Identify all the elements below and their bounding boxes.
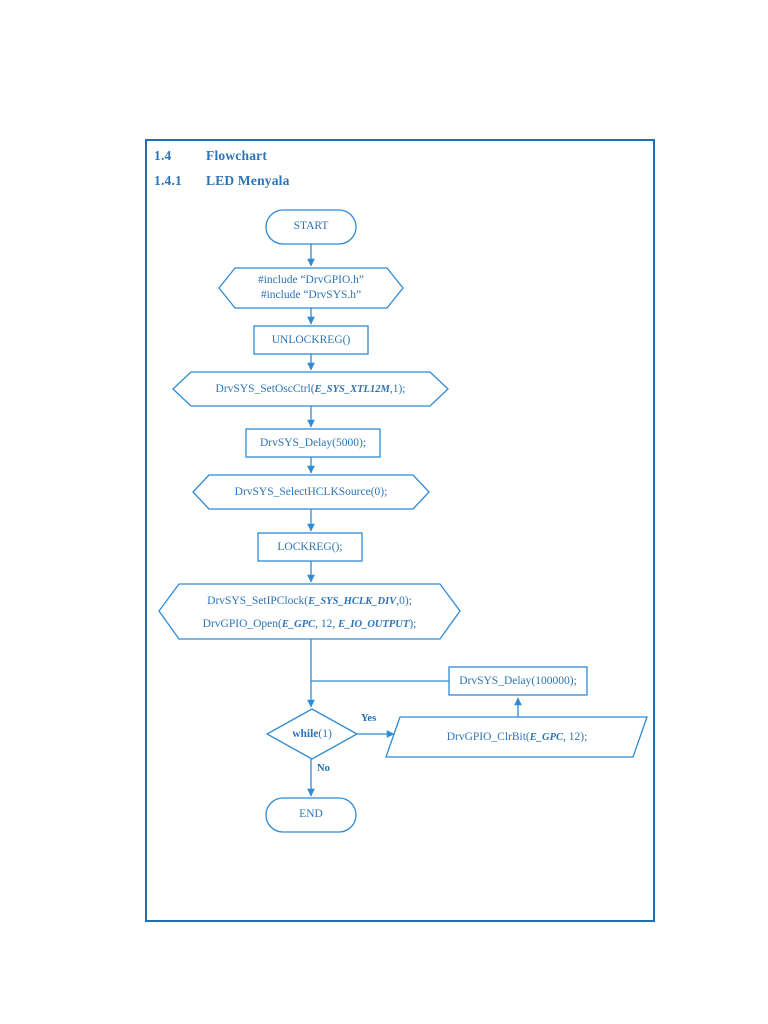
node-clrbit (385, 716, 648, 758)
section-number: 1.4 (154, 148, 172, 163)
section-number: 1.4.1 (154, 173, 182, 188)
node-end (265, 797, 357, 833)
page-frame: 1.4 Flowchart 1.4.1 LED Menyala (145, 139, 655, 922)
section-title: Flowchart (206, 148, 268, 163)
edge-label-yes: Yes (361, 713, 377, 724)
node-unlockreg (253, 325, 369, 355)
node-while (265, 708, 359, 760)
flowchart-canvas: START #include “DrvGPIO.h” #include “Drv… (147, 141, 653, 920)
node-delay100000 (448, 666, 588, 696)
node-selecthclk (192, 474, 430, 510)
section-heading-1-4-1: 1.4.1 LED Menyala (154, 173, 290, 189)
node-lockreg (257, 532, 363, 562)
node-includes (218, 267, 404, 309)
node-delay5000 (245, 428, 381, 458)
section-title: LED Menyala (206, 173, 290, 188)
flowchart-shapes (158, 209, 648, 833)
node-start (265, 209, 357, 245)
node-setipclock (158, 583, 461, 640)
node-setoscctrl (172, 371, 449, 407)
edge-label-no: No (317, 763, 330, 774)
section-heading-1-4: 1.4 Flowchart (154, 148, 267, 164)
